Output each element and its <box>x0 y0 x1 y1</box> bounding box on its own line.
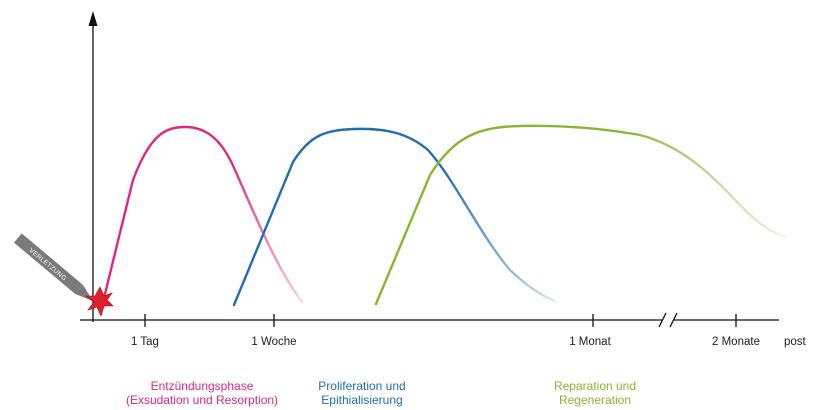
axis-break-mark-1 <box>658 312 667 328</box>
curve-reparation <box>374 124 787 306</box>
phase-reparation-line2: Regeneration <box>558 393 632 407</box>
curve-proliferation <box>232 127 557 307</box>
injury-label: VERLETZUNG <box>27 247 67 282</box>
injury-marker: VERLETZUNG <box>13 233 114 317</box>
phase-reparation-line1: Reparation und <box>553 379 637 393</box>
y-axis-arrow <box>88 11 98 26</box>
tick-label-1-woche: 1 Woche <box>251 336 296 348</box>
injury-burst-icon <box>85 286 114 317</box>
phase-label-proliferation: Proliferation und Epithialisierung <box>285 379 439 407</box>
injury-tag: VERLETZUNG <box>13 233 93 301</box>
tick-label-2-monate: 2 Monate <box>712 336 760 348</box>
tick-label-1-monat: 1 Monat <box>569 336 611 348</box>
phase-proliferation-line1: Proliferation und <box>318 379 406 393</box>
tick-label-1-tag: 1 Tag <box>131 336 159 348</box>
axis-end-label-post: post <box>784 336 807 348</box>
phase-label-reparation: Reparation und Regeneration <box>520 379 670 407</box>
phase-label-inflammation: Entzündungsphase (Exsudation und Resorpt… <box>112 379 292 407</box>
phase-proliferation-line2: Epithialisierung <box>321 393 403 407</box>
curve-inflammation <box>101 125 304 304</box>
phase-inflammation-line1: Entzündungsphase <box>150 379 254 393</box>
phase-inflammation-line2: (Exsudation und Resorption) <box>125 393 279 407</box>
axis-break-mark-2 <box>669 312 678 328</box>
